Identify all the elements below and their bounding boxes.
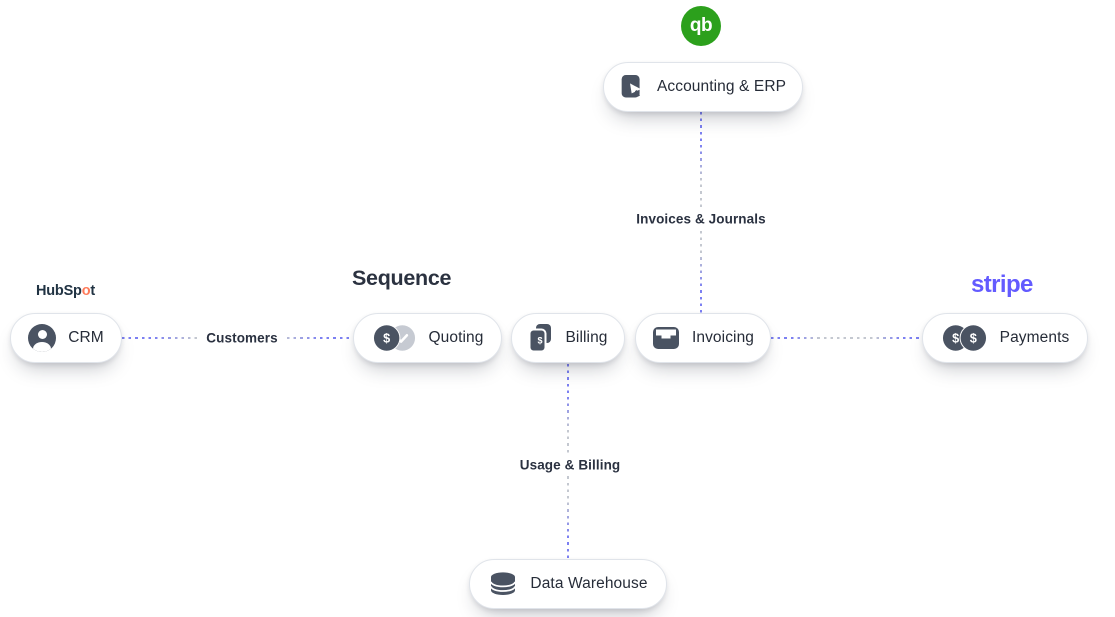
user-icon <box>28 324 57 352</box>
document-cursor-icon <box>621 74 641 97</box>
node-label: Invoicing <box>691 329 755 346</box>
coin-check-icon: $ <box>372 324 415 352</box>
stripe-logo: stripe <box>971 271 1033 298</box>
svg-text:$: $ <box>952 331 959 346</box>
node-accounting-erp: Accounting & ERP <box>603 62 803 112</box>
node-billing: $ Billing <box>511 313 625 363</box>
node-quoting: $ Quoting <box>353 313 502 363</box>
hubspot-logo-text-end: t <box>90 283 96 299</box>
node-label: Billing <box>565 329 608 346</box>
node-label: CRM <box>68 329 104 346</box>
sequence-title: Sequence <box>352 266 452 290</box>
node-payments: $ $ Payments <box>922 313 1088 363</box>
hubspot-logo-text: HubSp <box>36 283 82 299</box>
node-label: Payments <box>999 329 1070 346</box>
inbox-icon <box>652 327 679 349</box>
connection-invoicing-payments <box>771 337 922 340</box>
coins-icon: $ $ <box>942 324 987 352</box>
svg-text:$: $ <box>538 336 543 346</box>
connection-label-invoices-journals: Invoices & Journals <box>627 208 775 230</box>
node-invoicing: Invoicing <box>635 313 771 363</box>
connection-label-customers: Customers <box>197 327 287 349</box>
quickbooks-logo: qb <box>681 6 721 46</box>
invoice-stack-icon: $ <box>528 324 552 353</box>
node-data-warehouse: Data Warehouse <box>469 559 667 609</box>
node-label: Quoting <box>428 329 484 346</box>
node-label: Data Warehouse <box>530 575 648 592</box>
svg-text:$: $ <box>383 331 390 346</box>
node-crm: CRM <box>10 313 122 363</box>
connection-label-usage-billing: Usage & Billing <box>510 454 630 476</box>
svg-text:$: $ <box>969 331 976 346</box>
node-label: Accounting & ERP <box>656 78 787 95</box>
hubspot-sprocket-o: o <box>81 283 91 299</box>
quickbooks-logo-text: qb <box>689 15 713 36</box>
hubspot-logo: HubSpot <box>36 283 95 299</box>
database-icon <box>490 572 517 595</box>
